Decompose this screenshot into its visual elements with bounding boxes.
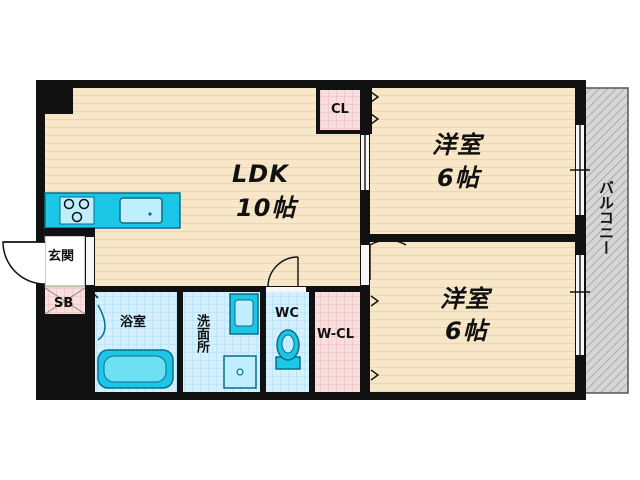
ldk-floor-lower: [95, 240, 263, 288]
burner-icon: [78, 198, 90, 210]
entrance-door-icon: [2, 241, 46, 285]
pillar: [45, 88, 73, 114]
western2-floor: [370, 242, 575, 392]
walkin-closet: [315, 292, 361, 392]
closet-label: CL: [331, 102, 349, 117]
doors: [91, 91, 590, 381]
washing-machine-pan: [223, 355, 257, 389]
burner-icon: [63, 198, 75, 210]
ldk-size-label: 10帖: [236, 194, 297, 222]
washroom-label: 洗面所: [194, 314, 209, 353]
western1-floor: [370, 88, 575, 234]
wc-label: WC: [275, 306, 299, 321]
kitchen-sink: [119, 197, 163, 224]
entrance-label: 玄関: [48, 249, 75, 264]
western2-size-label: 6帖: [445, 317, 488, 345]
balcony: [584, 87, 629, 394]
western1-size-label: 6帖: [437, 164, 480, 192]
bath-label: 浴室: [120, 315, 147, 330]
walkin-closet-label: W-CL: [317, 327, 354, 342]
western2-label: 洋室: [440, 285, 490, 313]
interior-walls: [45, 88, 585, 396]
burner-icon: [71, 211, 83, 223]
balcony-label: バルコニー: [597, 180, 615, 255]
ldk-label: LDK: [232, 160, 289, 188]
western1-label: 洋室: [432, 131, 482, 159]
shoebox-label: SB: [54, 296, 74, 311]
